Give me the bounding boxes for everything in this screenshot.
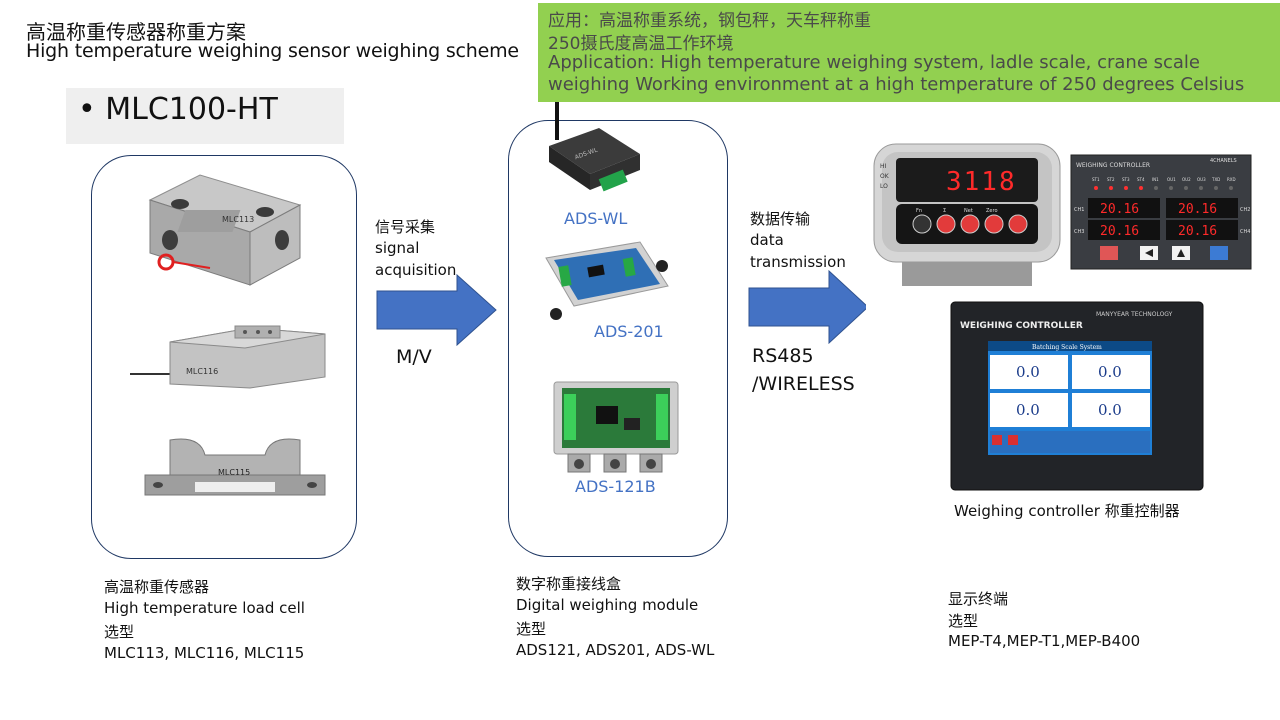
touch-controller-title: WEIGHING CONTROLLER (960, 321, 1083, 331)
four-channel-led-label: IN1 (1152, 177, 1159, 182)
arrow1-label-en2: acquisition (375, 261, 457, 279)
touch-controller-brand: MANYYEAR TECHNOLOGY (1096, 311, 1173, 318)
module-ads-201-label: ADS-201 (594, 322, 664, 341)
application-line-4: weighing Working environment at a high t… (548, 74, 1245, 95)
display-indicator-image: 3118 HI OK LO Fn Σ Net Zero (873, 143, 1061, 286)
four-channel-led-label: ST1 (1092, 177, 1100, 182)
module-ads-201-image (545, 241, 669, 320)
sensor-caption-en: High temperature load cell (104, 599, 305, 617)
arrow1-below-label: M/V (396, 346, 432, 368)
four-channel-led-dot (1139, 186, 1143, 190)
arrow2-label-en2: transmission (750, 253, 846, 271)
arrow2-label-en1: data (750, 231, 784, 249)
sensor-mlc113-image: MLC113 (148, 174, 302, 286)
four-channel-value-4: 20.16 (1178, 224, 1217, 239)
sensor-mlc115-image: MLC115 (144, 438, 326, 496)
indicator-button-zero: Zero (986, 208, 998, 214)
touch-value-2: 0.0 (1098, 363, 1122, 381)
arrow2-label-cn: 数据传输 (750, 210, 811, 228)
four-channel-led-label: OU3 (1197, 177, 1206, 182)
module-ads-121b-label: ADS-121B (575, 477, 656, 496)
title-english: High temperature weighing sensor weighin… (26, 40, 519, 62)
module-caption-cn: 数字称重接线盒 (516, 575, 622, 593)
arrow-signal-acquisition-icon (376, 274, 497, 346)
arrow1-label-cn: 信号采集 (375, 218, 436, 236)
four-channel-ch2: CH2 (1240, 207, 1250, 213)
sensor-mlc113-text: MLC113 (222, 215, 254, 224)
touch-value-4: 0.0 (1098, 401, 1122, 419)
indicator-reading: 3118 (946, 167, 1017, 197)
module-ads-wl-image: ADS-WL (549, 102, 640, 192)
four-channel-led-dot (1124, 186, 1128, 190)
display-caption-select: 选型 (948, 612, 979, 630)
arrow1-label-en1: signal (375, 239, 420, 257)
four-channel-led-dot (1229, 186, 1233, 190)
sensor-caption-models: MLC113, MLC116, MLC115 (104, 644, 305, 662)
arrow2-below-label-2: /WIRELESS (752, 373, 855, 395)
model-label: • MLC100-HT (78, 92, 278, 127)
sensor-mlc115-text: MLC115 (218, 468, 250, 477)
four-channel-led-dot (1184, 186, 1188, 190)
module-ads-wl-label: ADS-WL (564, 209, 628, 228)
title-box (16, 14, 526, 72)
four-channel-ch4: CH4 (1240, 229, 1250, 235)
model-bullet: • (78, 92, 96, 127)
indicator-side-lo: LO (880, 183, 888, 190)
four-channel-led-label: OU2 (1182, 177, 1191, 182)
four-channel-led-label: ST3 (1122, 177, 1130, 182)
sensor-caption-cn: 高温称重传感器 (104, 578, 210, 596)
indicator-button-net: Net (964, 208, 973, 214)
sensor-mlc116-text: MLC116 (186, 367, 218, 376)
arrow2-below-label-1: RS485 (752, 345, 814, 367)
touch-screen-title: Batching Scale System (1032, 344, 1102, 351)
four-channel-led-label: TXD (1211, 177, 1220, 182)
four-channel-led-dot (1109, 186, 1113, 190)
four-channel-ch3: CH3 (1074, 229, 1084, 235)
four-channel-value-1: 20.16 (1100, 202, 1139, 217)
application-line-3: Application: High temperature weighing s… (548, 52, 1201, 73)
model-box (66, 88, 344, 144)
display-four-channel-image: WEIGHING CONTROLLER 4CHANELS ST1 ST2 ST3 ST… (1070, 154, 1252, 270)
four-channel-value-2: 20.16 (1178, 202, 1217, 217)
four-channel-led-dot (1154, 186, 1158, 190)
application-line-1: 应用：高温称重系统，钢包秤，天车秤称重 (548, 11, 871, 31)
application-box (538, 3, 1280, 102)
touch-value-3: 0.0 (1016, 401, 1040, 419)
four-channel-title: WEIGHING CONTROLLER (1076, 162, 1150, 169)
display-touch-controller-image: WEIGHING CONTROLLER MANYYEAR TECHNOLOGY … (950, 301, 1204, 491)
sensor-mlc116-image: MLC116 (130, 325, 326, 389)
indicator-button-fn: Fn (916, 208, 922, 214)
module-ads-121b-image (553, 381, 679, 473)
module-panel (508, 120, 728, 557)
four-channel-led-label: OU1 (1167, 177, 1176, 182)
four-channel-brand: 4CHANELS (1210, 158, 1237, 164)
four-channel-led-label: RXD (1227, 177, 1236, 182)
four-channel-led-label: ST2 (1107, 177, 1115, 182)
module-caption-select: 选型 (516, 620, 547, 638)
display-caption-models: MEP-T4,MEP-T1,MEP-B400 (948, 632, 1141, 650)
four-channel-led-label: ST4 (1137, 177, 1145, 182)
module-caption-models: ADS121, ADS201, ADS-WL (516, 641, 715, 659)
four-channel-led-dot (1094, 186, 1098, 190)
arrow-data-transmission-icon (748, 270, 869, 344)
indicator-side-hi: HI (880, 163, 887, 170)
title-chinese: 高温称重传感器称重方案 (26, 20, 246, 44)
indicator-side-ok: OK (880, 173, 890, 180)
four-channel-value-3: 20.16 (1100, 224, 1139, 239)
indicator-button-sigma: Σ (943, 208, 946, 214)
four-channel-led-dot (1199, 186, 1203, 190)
module-caption-en: Digital weighing module (516, 596, 699, 614)
four-channel-led-dot (1214, 186, 1218, 190)
model-name: MLC100-HT (105, 92, 278, 127)
display-caption-cn: 显示终端 (948, 590, 1009, 608)
four-channel-ch1: CH1 (1074, 207, 1084, 213)
four-channel-led-dot (1169, 186, 1173, 190)
touch-controller-caption: Weighing controller 称重控制器 (954, 502, 1180, 520)
touch-value-1: 0.0 (1016, 363, 1040, 381)
application-line-2: 250摄氏度高温工作环境 (548, 34, 734, 54)
sensor-caption-select: 选型 (104, 623, 135, 641)
